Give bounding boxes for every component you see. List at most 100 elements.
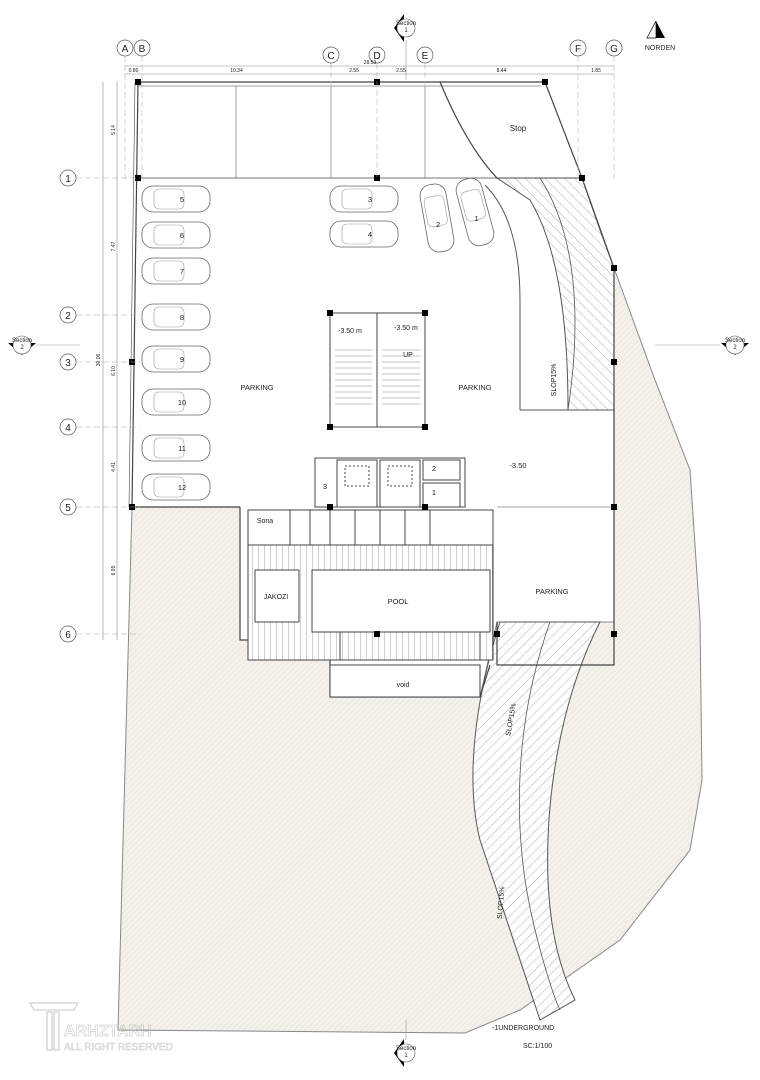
grid-bubble (322, 46, 340, 64)
room-label-parking: PARKING (535, 587, 568, 596)
grid-bubble (368, 46, 386, 64)
parking-space-number: 9 (180, 355, 184, 364)
column (611, 631, 617, 637)
room-label-parking: PARKING (240, 383, 273, 392)
dimension-value: 0.80 (129, 68, 139, 74)
grid-column-label: F (575, 44, 581, 55)
ramp-slope-label: SLOP15% (551, 364, 558, 397)
grid-column-label: E (422, 51, 429, 62)
dimension-value: 2.55 (349, 68, 359, 74)
dimension-value: 7.47 (111, 241, 117, 251)
pool-block (247, 509, 494, 698)
level-label: -3.50 (509, 461, 526, 470)
stair-up-label: UP (403, 352, 413, 359)
scale-label: SC:1/100 (523, 1043, 552, 1050)
north-label: NORDEN (645, 45, 675, 52)
dimension-value: 5.14 (111, 125, 117, 135)
parking-car: 3 (329, 185, 399, 213)
north-arrow: NORDEN (645, 20, 675, 52)
room-label-jakozi: JAKOZI (264, 594, 289, 601)
parking-car: 11 (141, 434, 211, 462)
logo: ARHZTARH ALL RIGHT RESERVED (29, 1002, 173, 1053)
dimension-value: 1.85 (591, 68, 601, 74)
column (579, 175, 585, 181)
grid-bubble (59, 169, 77, 187)
core-room-2: 2 (432, 464, 436, 473)
parking-space-number: 5 (180, 195, 184, 204)
room-label-void: void (397, 682, 410, 689)
grid-row-label: 4 (65, 423, 71, 434)
column (327, 504, 333, 510)
room-label-pool: POOL (388, 597, 409, 606)
parking-space-number: 12 (178, 483, 186, 492)
parking-space-number: 2 (436, 220, 440, 229)
column (374, 175, 380, 181)
grid-bubble (605, 39, 623, 57)
room-label-stop: Stop (510, 124, 527, 133)
section-number: 2 (20, 345, 24, 351)
column (327, 310, 333, 316)
grid-bubble (59, 418, 77, 436)
dimension-total: 28.53 (364, 60, 377, 66)
grid-row-label: 5 (65, 503, 71, 514)
grid-column-label: G (610, 44, 618, 55)
grid-bubble (59, 353, 77, 371)
column (494, 631, 500, 637)
logo-rights: ALL RIGHT RESERVED (64, 1042, 173, 1053)
column (422, 310, 428, 316)
grid-column-label: D (373, 51, 380, 62)
section-label: Section (725, 338, 745, 344)
grid-column-label: C (327, 51, 334, 62)
dimension-value: 6.95 (111, 565, 117, 575)
parking-car: 2 (419, 183, 455, 253)
parking-space-number: 4 (368, 230, 372, 239)
lower-ramp (472, 621, 601, 1021)
dimension-value: 6.10 (111, 366, 117, 376)
stair-level-label: -3.50 m (338, 328, 362, 335)
parking-car: 12 (141, 473, 211, 501)
ramp-edge (484, 184, 521, 410)
grid-bubble (133, 39, 151, 57)
dimension-total: 30.06 (96, 354, 102, 367)
section-label: Section (12, 338, 32, 344)
core-walls (314, 457, 466, 508)
parking-car: 10 (141, 388, 211, 416)
section-number: 1 (404, 28, 408, 34)
logo-name: ARHZTARH (64, 1023, 152, 1040)
parking-car: 6 (141, 221, 211, 249)
parking-car: 8 (141, 303, 211, 331)
column (422, 424, 428, 430)
dimension-value: 2.55 (396, 68, 406, 74)
grid-column-label: B (139, 44, 146, 55)
parking-space-number: 6 (180, 231, 184, 240)
column (542, 79, 548, 85)
level-title: -1UNDERGROUND (492, 1025, 554, 1032)
grid-bubble (569, 39, 587, 57)
room-label-sona: Sona (257, 518, 273, 525)
room-label-parking: PARKING (458, 383, 491, 392)
core-room-3: 3 (323, 482, 327, 491)
parking-car: 4 (329, 220, 399, 248)
grid-bubble (116, 39, 134, 57)
grid-row-label: 2 (65, 311, 71, 322)
column (611, 359, 617, 365)
staircase[interactable] (329, 312, 426, 428)
parking-car: 9 (141, 345, 211, 373)
grid-row-label: 6 (65, 630, 71, 641)
column (422, 504, 428, 510)
grid-bubble (59, 498, 77, 516)
dimension-value: 10.34 (230, 68, 243, 74)
grid-bubble (59, 306, 77, 324)
grid-row-label: 3 (65, 358, 71, 369)
parking-space-number: 11 (178, 444, 186, 453)
parking-space-number: 8 (180, 313, 184, 322)
grid-bubble (416, 46, 434, 64)
section-label: Section (396, 1046, 416, 1052)
parking-space-number: 3 (368, 195, 372, 204)
